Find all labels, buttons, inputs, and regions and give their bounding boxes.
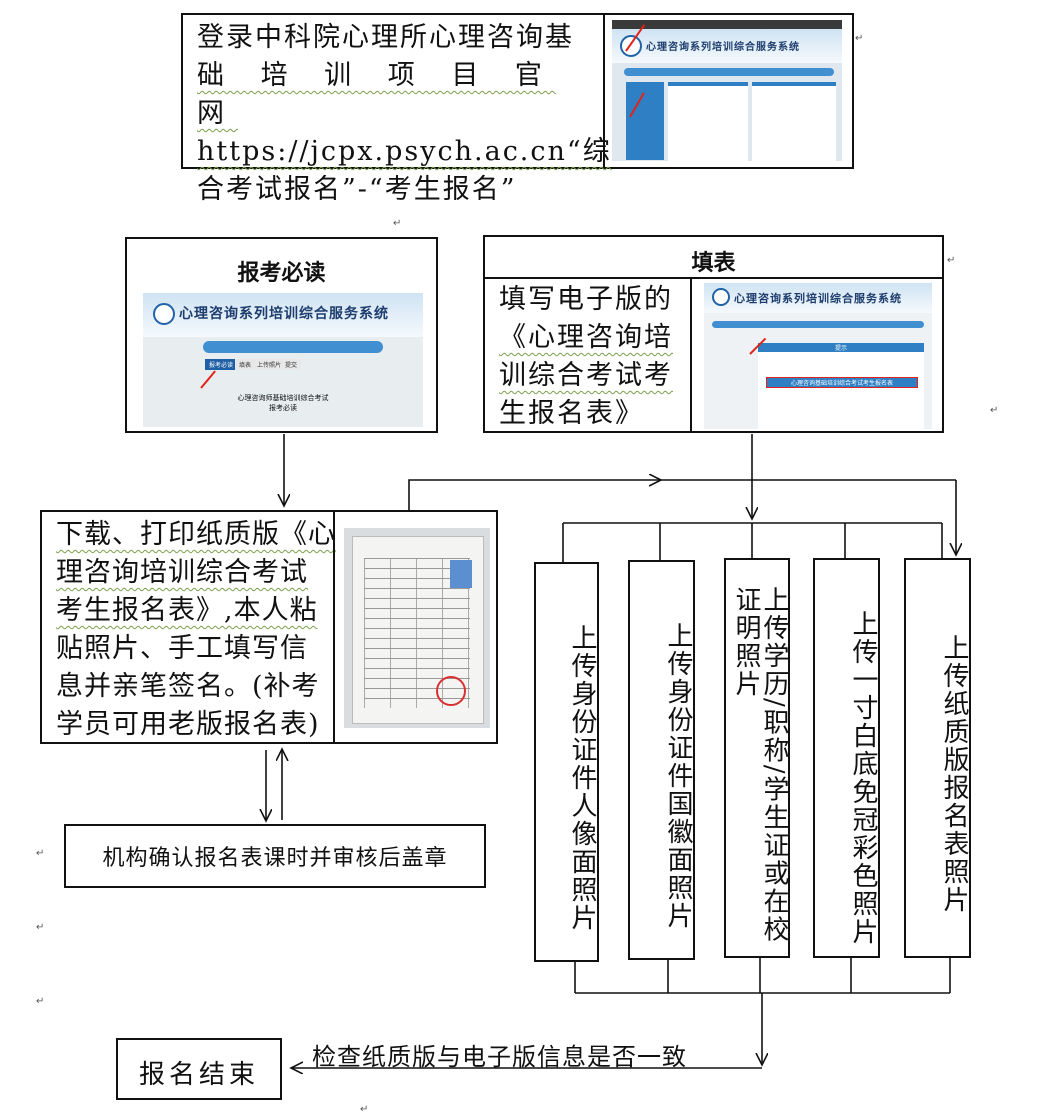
upload-id-front-text: 上传身份证件人像面照片 — [567, 624, 597, 932]
upload-paper-form-box: 上传纸质版报名表照片 — [904, 558, 971, 958]
login-text-line-1: 登录中科院心理所心理咨询基 — [197, 22, 574, 53]
upload-education-text: 上传学历/职称/学生证或在校证明照片 — [731, 586, 789, 944]
upload-id-front-box: 上传身份证件人像面照片 — [534, 562, 599, 962]
download-text-line-1: 下载、打印纸质版《心 — [56, 519, 336, 550]
download-step-box: 下载、打印纸质版《心 理咨询培训综合考试 考生报名表》,本人粘 贴照片、手工填写… — [40, 510, 498, 744]
download-column-divider — [333, 512, 335, 742]
end-step-text: 报名结束 — [138, 1060, 259, 1090]
upload-education-box: 上传学历/职称/学生证或在校证明照片 — [724, 558, 790, 958]
confirm-step-box: 机构确认报名表课时并审核后盖章 — [64, 824, 486, 888]
form-heading: 提示 — [758, 343, 924, 352]
notice-caption-line-2: 报考必读 — [269, 404, 297, 412]
notice-step-title: 报考必读 — [237, 261, 326, 286]
notice-caption-line-1: 心理咨询师基础培训综合考试 — [237, 394, 329, 402]
notice-site-title: 心理咨询系列培训综合服务系统 — [179, 306, 389, 322]
confirm-step-text: 机构确认报名表课时并审核后盖章 — [102, 846, 448, 871]
login-text-line-3: https://jcpx.psych.ac.cn“综 — [197, 136, 612, 167]
form-page-screenshot: 心理咨询系列培训综合服务系统 提示 心理咨询基础培训综合考试考生报名表 — [704, 283, 932, 429]
download-text-line-5: 息并亲笔签名。(补考 — [56, 671, 320, 702]
download-text-line-6: 学员可用老版报名表) — [56, 709, 320, 740]
fill-step-title: 填表 — [691, 251, 736, 276]
fill-column-divider — [690, 277, 692, 431]
download-text-line-2: 理咨询培训综合考试 — [56, 557, 308, 588]
tab-upload: 上传照片 — [253, 359, 286, 370]
upload-id-back-text: 上传身份证件国徽面照片 — [663, 622, 693, 930]
official-seal — [436, 676, 466, 706]
login-step-box: 登录中科院心理所心理咨询基 础 培 训 项 目 官 网 https://jcpx… — [181, 13, 863, 205]
notice-page-screenshot: 心理咨询系列培训综合服务系统 报考必读 填表 上传照片 提交 心理咨询师基础培训… — [143, 293, 423, 427]
download-text-line-3: 考生报名表》,本人粘 — [56, 595, 318, 626]
fill-step-box: 填表 填写电子版的 《心理咨询培 训综合考试考 生报名表》 心理咨询系列培训综合… — [483, 235, 955, 433]
fill-step-text: 填写电子版的 《心理咨询培 训综合考试考 生报名表》 — [499, 281, 689, 433]
fill-text-line-1: 填写电子版的 — [499, 284, 673, 315]
site-logo-icon — [620, 35, 642, 57]
form-site-title: 心理咨询系列培训综合服务系统 — [734, 292, 902, 305]
fill-header-divider — [485, 277, 942, 279]
site-logo-icon — [153, 303, 175, 325]
tab-fill: 填表 — [235, 359, 256, 370]
check-step-text: 检查纸质版与电子版信息是否一致 — [312, 1043, 687, 1071]
login-text-line-2: 础 培 训 项 目 官 网 — [197, 60, 556, 129]
tab-notice: 报考必读 — [205, 359, 238, 370]
red-pointer-arrow — [200, 370, 216, 389]
site-logo-icon — [712, 288, 730, 306]
applicant-photo — [450, 560, 472, 588]
download-text-line-4: 贴照片、手工填写信 — [56, 633, 308, 664]
arrow-download-to-branch — [408, 480, 660, 510]
login-step-text: 登录中科院心理所心理咨询基 础 培 训 项 目 官 网 https://jcpx… — [197, 19, 612, 209]
fill-text-line-3: 训综合考试考 — [499, 360, 673, 391]
login-text-line-4: 合考试报名”-“考生报名” — [197, 174, 517, 205]
upload-portrait-text: 上传一寸白底免冠彩色照片 — [848, 610, 878, 946]
tab-submit: 提交 — [281, 359, 302, 370]
download-step-text: 下载、打印纸质版《心 理咨询培训综合考试 考生报名表》,本人粘 贴照片、手工填写… — [56, 516, 336, 744]
home-site-title: 心理咨询系列培训综合服务系统 — [646, 42, 800, 53]
form-title-highlight: 心理咨询基础培训综合考试考生报名表 — [766, 377, 918, 388]
upload-portrait-box: 上传一寸白底免冠彩色照片 — [813, 558, 880, 958]
fill-text-line-4: 生报名表》 — [499, 398, 644, 429]
fill-text-line-2: 《心理咨询培 — [499, 322, 673, 353]
login-box-divider — [603, 15, 605, 167]
upload-id-back-box: 上传身份证件国徽面照片 — [628, 560, 695, 960]
upload-paper-form-text: 上传纸质版报名表照片 — [939, 634, 969, 914]
end-step-box: 报名结束 — [116, 1038, 282, 1100]
website-home-screenshot: 心理咨询系列培训综合服务系统 — [612, 20, 842, 161]
notice-step-box: 报考必读 心理咨询系列培训综合服务系统 报考必读 填表 上传照片 提交 心理咨询… — [125, 237, 438, 433]
paper-form-photo — [344, 528, 490, 728]
